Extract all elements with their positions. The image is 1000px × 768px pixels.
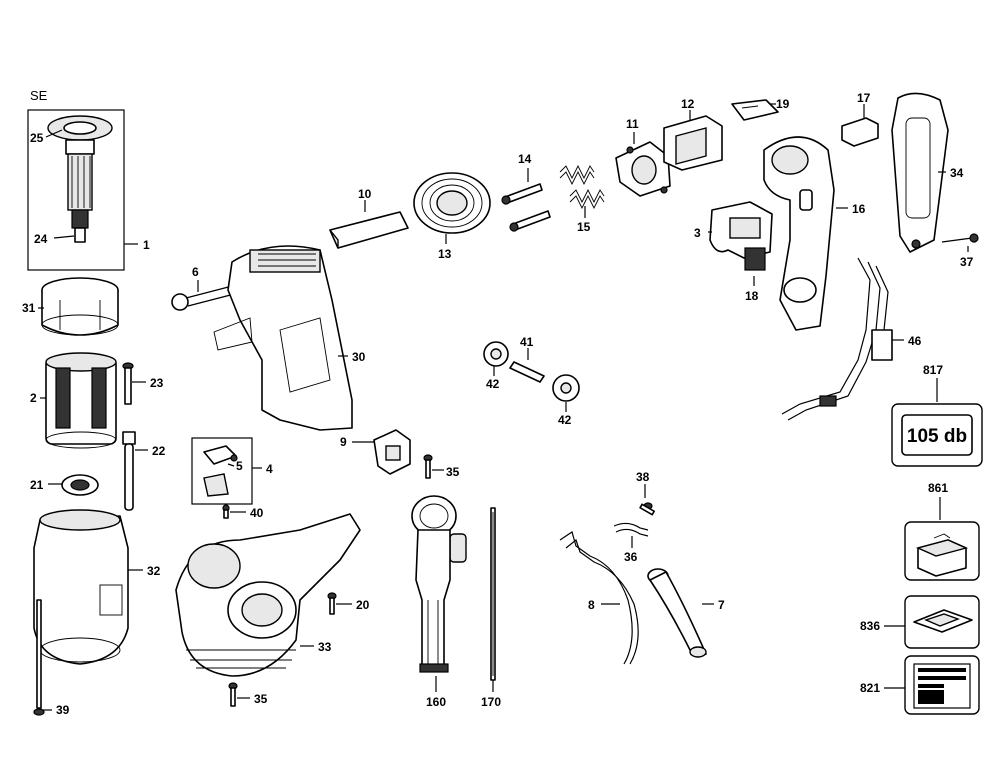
armature-group: 1 25 24 bbox=[27, 109, 150, 271]
callout-40: 40 bbox=[250, 506, 264, 520]
callout-2: 2 bbox=[30, 391, 37, 405]
callout-24: 24 bbox=[34, 232, 48, 246]
callout-3: 3 bbox=[694, 226, 701, 240]
bellows-13 bbox=[413, 172, 491, 234]
callout-9: 9 bbox=[340, 435, 347, 449]
callout-15: 15 bbox=[577, 220, 591, 234]
callout-21: 21 bbox=[30, 478, 44, 492]
clamp-group bbox=[191, 437, 253, 505]
gearbox-33 bbox=[175, 513, 361, 677]
label-821 bbox=[904, 655, 980, 715]
cord-8 bbox=[559, 531, 639, 665]
callout-42a: 42 bbox=[486, 377, 500, 391]
side-handle-160 bbox=[411, 495, 467, 673]
callout-836: 836 bbox=[860, 619, 880, 633]
callout-16: 16 bbox=[852, 202, 866, 216]
screw-37 bbox=[941, 233, 979, 243]
bar-10 bbox=[329, 211, 409, 249]
callout-46: 46 bbox=[908, 334, 922, 348]
callout-8: 8 bbox=[588, 598, 595, 612]
tube-22 bbox=[122, 431, 136, 511]
callout-10: 10 bbox=[358, 187, 372, 201]
callout-42b: 42 bbox=[558, 413, 572, 427]
roller-42a bbox=[483, 341, 509, 367]
brush-18 bbox=[744, 247, 766, 271]
screw-39 bbox=[33, 599, 45, 716]
screw-23 bbox=[122, 362, 134, 405]
callout-36: 36 bbox=[624, 550, 638, 564]
field-coil bbox=[45, 352, 117, 449]
clamp-36 bbox=[613, 522, 649, 537]
callout-6: 6 bbox=[192, 265, 199, 279]
armature bbox=[47, 115, 113, 243]
callout-31: 31 bbox=[22, 301, 36, 315]
screw-20 bbox=[327, 592, 337, 615]
callout-23: 23 bbox=[150, 376, 164, 390]
screw-38 bbox=[639, 502, 655, 516]
cover-34 bbox=[891, 92, 949, 253]
bearing-21 bbox=[61, 474, 99, 496]
callout-20: 20 bbox=[356, 598, 370, 612]
callout-4: 4 bbox=[266, 462, 273, 476]
gear-housing bbox=[213, 245, 353, 431]
callout-11: 11 bbox=[626, 117, 639, 131]
callout-22: 22 bbox=[152, 444, 166, 458]
callout-34: 34 bbox=[950, 166, 964, 180]
screw-40 bbox=[222, 504, 230, 519]
callout-35a: 35 bbox=[446, 465, 460, 479]
callout-32: 32 bbox=[147, 564, 161, 578]
housing-12 bbox=[663, 115, 723, 171]
screw-35a bbox=[423, 454, 433, 479]
callout-38: 38 bbox=[636, 470, 650, 484]
callout-170: 170 bbox=[481, 695, 501, 709]
armature-box bbox=[27, 109, 125, 271]
tray-836 bbox=[904, 595, 980, 649]
callout-12: 12 bbox=[681, 97, 695, 111]
case-861 bbox=[904, 521, 980, 581]
callout-37: 37 bbox=[960, 255, 974, 269]
callout-817: 817 bbox=[923, 363, 943, 377]
callout-7: 7 bbox=[718, 598, 725, 612]
clip-19 bbox=[731, 99, 779, 121]
se-label: SE bbox=[30, 88, 48, 103]
callout-18: 18 bbox=[745, 289, 759, 303]
callout-160: 160 bbox=[426, 695, 446, 709]
callout-14: 14 bbox=[518, 152, 532, 166]
callout-821: 821 bbox=[860, 681, 880, 695]
spring-15 bbox=[559, 164, 605, 210]
motor-housing bbox=[33, 509, 129, 665]
callout-39: 39 bbox=[56, 703, 70, 717]
callout-13: 13 bbox=[438, 247, 452, 261]
callout-861: 861 bbox=[928, 481, 948, 495]
noise-label-817: 105 db bbox=[891, 403, 983, 467]
depth-rod-170 bbox=[490, 507, 496, 681]
screw-35b bbox=[228, 682, 238, 707]
cover-11 bbox=[615, 141, 671, 197]
callout-19: 19 bbox=[776, 97, 790, 111]
callout-1: 1 bbox=[143, 238, 150, 252]
callout-35b: 35 bbox=[254, 692, 268, 706]
callout-41: 41 bbox=[520, 335, 534, 349]
callout-5: 5 bbox=[236, 459, 243, 473]
wiring-46 bbox=[781, 257, 893, 421]
callout-25: 25 bbox=[30, 131, 44, 145]
cord-guard-7 bbox=[647, 568, 707, 658]
clamp-box bbox=[191, 437, 253, 505]
handle-16 bbox=[763, 136, 835, 331]
bracket-9 bbox=[373, 429, 411, 475]
screw-14 bbox=[501, 183, 551, 232]
callout-30: 30 bbox=[352, 350, 366, 364]
roller-42b bbox=[552, 374, 580, 402]
switch-3 bbox=[709, 201, 773, 259]
callout-33: 33 bbox=[318, 640, 332, 654]
noise-label-text: 105 db bbox=[907, 426, 967, 447]
callout-17: 17 bbox=[857, 91, 871, 105]
plug-17 bbox=[841, 117, 879, 147]
pin-41 bbox=[509, 361, 545, 383]
baffle bbox=[41, 277, 119, 336]
